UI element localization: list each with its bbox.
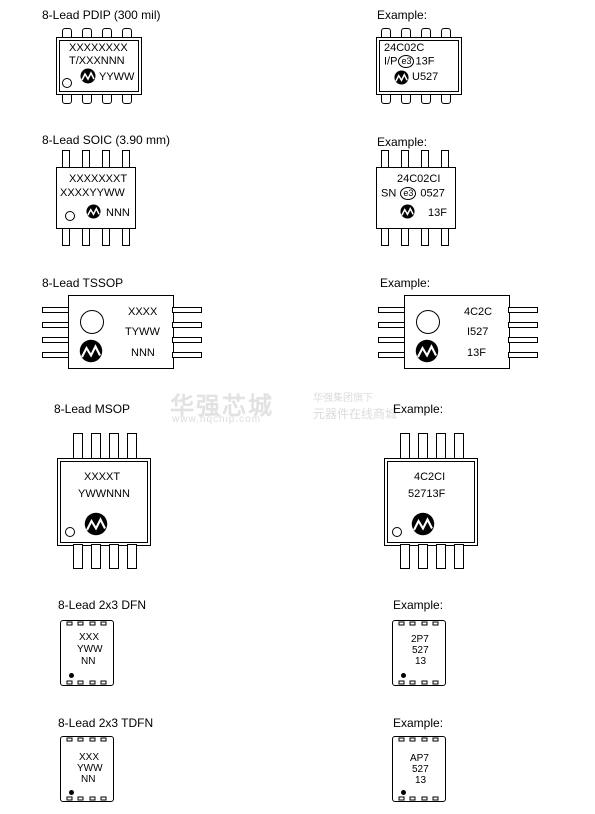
pdip-template-line-1: XXXXXXXX <box>69 42 128 54</box>
dfn-example-line-2: 527 <box>412 645 429 656</box>
msop-example-label: Example: <box>393 402 444 416</box>
soic-example-label: Example: <box>377 135 428 149</box>
tssop-template-line-2: TYWW <box>125 326 160 338</box>
dfn-pads <box>398 621 439 685</box>
microchip-logo-icon <box>400 204 415 219</box>
pin1-dot-icon <box>69 673 74 678</box>
pin1-dot-icon <box>401 673 406 678</box>
dfn-template-line-1: XXX <box>79 632 100 643</box>
pin1-circle-icon <box>80 310 104 334</box>
tssop-example-line-3: 13F <box>467 347 486 359</box>
dfn-template-line-3: NN <box>81 656 96 667</box>
tdfn-title: 8-Lead 2x3 TDFN <box>58 716 154 730</box>
pin1-circle-icon <box>392 527 402 537</box>
pdip-template-line-2: T/XXXNNN <box>69 55 125 67</box>
e3-pb-free-icon: e3 <box>400 187 417 200</box>
dfn-example-line-3: 13 <box>415 656 427 667</box>
microchip-logo-icon <box>79 339 103 363</box>
tdfn-template-line-1: XXX <box>79 752 100 763</box>
tssop-title: 8-Lead TSSOP <box>42 276 124 290</box>
pin1-dot-icon <box>401 790 406 795</box>
tssop-template-line-3: NNN <box>131 347 155 359</box>
tdfn-example-label: Example: <box>393 716 444 730</box>
tdfn-pads <box>66 737 107 801</box>
watermark-brand: 华强芯城 <box>170 393 274 420</box>
dfn-example-label: Example: <box>393 598 444 612</box>
pdip-template-line-3: YYWW <box>99 71 135 83</box>
tssop-template-line-1: XXXX <box>128 306 158 318</box>
pin1-circle-icon <box>65 211 75 221</box>
pin1-circle-icon <box>65 527 75 537</box>
pdip-example-line-1: 24C02C <box>384 42 425 54</box>
tdfn-example-line-3: 13 <box>415 775 427 786</box>
tssop-example-label: Example: <box>380 276 431 290</box>
pdip-title: 8-Lead PDIP (300 mil) <box>42 8 161 22</box>
tdfn-example-line-2: 527 <box>412 764 429 775</box>
soic-template-line-2: XXXXYYWW <box>60 187 125 199</box>
msop-title: 8-Lead MSOP <box>54 402 131 416</box>
pin1-circle-icon <box>62 78 72 88</box>
dfn-pads <box>66 621 107 685</box>
pin1-dot-icon <box>69 790 74 795</box>
pdip-example-line-3: U527 <box>412 71 439 83</box>
watermark-url: www.hqchip.com <box>172 414 262 425</box>
microchip-logo-icon <box>394 70 409 85</box>
pin1-circle-icon <box>416 310 440 334</box>
soic-example-line-1: 24C02CI <box>397 173 441 185</box>
pdip-template-body <box>56 37 142 95</box>
msop-example-line-1: 4C2CI <box>414 471 446 483</box>
microchip-logo-icon <box>411 512 435 536</box>
soic-template-line-1: XXXXXXXT <box>69 173 128 185</box>
soic-example-line-2: SN e3 0527 <box>381 187 445 200</box>
pdip-example-body <box>376 37 462 95</box>
watermark-slogan-1: 华强集团旗下 <box>313 393 373 404</box>
soic-title: 8-Lead SOIC (3.90 mm) <box>42 133 171 147</box>
tdfn-pads <box>398 737 439 801</box>
microchip-logo-icon <box>86 204 101 219</box>
msop-template-line-2: YWWNNN <box>78 488 130 500</box>
microchip-logo-icon <box>415 339 439 363</box>
microchip-logo-icon <box>80 68 96 84</box>
watermark-slogan-2: 元器件在线商城 <box>313 407 398 421</box>
tssop-example-line-2: I527 <box>467 326 489 338</box>
microchip-logo-icon <box>84 512 108 536</box>
soic-example-line-3: 13F <box>428 207 447 219</box>
dfn-template-line-2: YWW <box>77 644 103 655</box>
tdfn-example-body <box>392 736 446 802</box>
dfn-example-line-1: 2P7 <box>411 634 429 645</box>
tdfn-example-line-1: AP7 <box>410 753 429 764</box>
msop-template-line-1: XXXXT <box>84 471 121 483</box>
e3-pb-free-icon: e3 <box>398 55 415 68</box>
tdfn-template-line-2: YWW <box>77 763 103 774</box>
dfn-title: 8-Lead 2x3 DFN <box>58 598 147 612</box>
tssop-example-line-1: 4C2C <box>464 306 493 318</box>
soic-template-line-3: NNN <box>106 207 130 219</box>
soic-example-body <box>376 167 456 229</box>
msop-example-line-2: 52713F <box>408 488 446 500</box>
tdfn-template-line-3: NN <box>81 774 96 785</box>
pdip-example-label: Example: <box>377 8 428 22</box>
